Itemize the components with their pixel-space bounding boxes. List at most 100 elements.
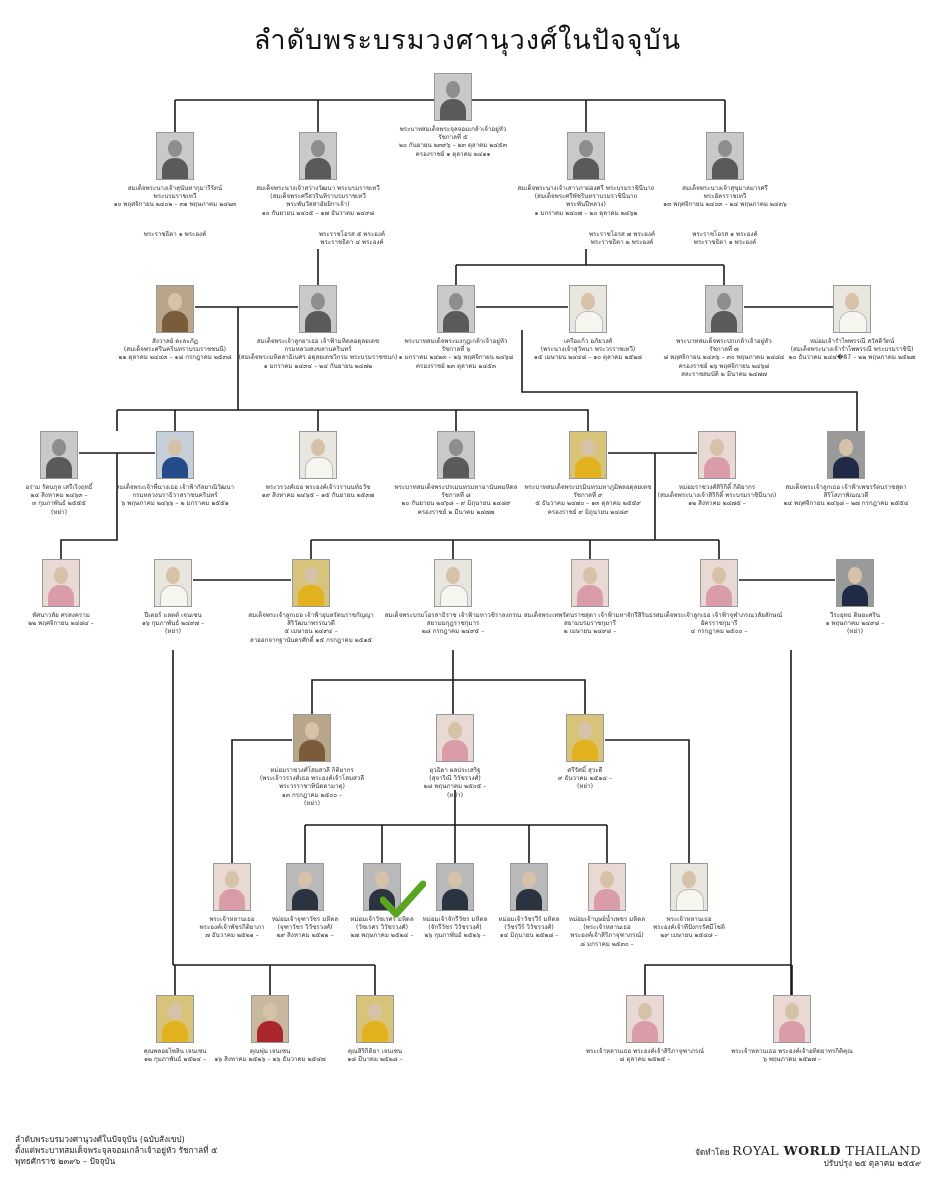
person-line: ครองราชย์ ๒๓ ตุลาคม ๒๔๕๓ [415,362,497,370]
person-line: ๑๖ สิงหาคม ๒๕๒๖ – ๒๖ ธันวาคม ๒๕๔๗ [214,1056,326,1064]
person-line: หม่อมราชวงศ์โสมสวลี กิติยากร [270,767,354,774]
person-node-suvadhana: เครือแก้ว อภัยวงศ์ (พระนางเจ้าสุวัทนา พร… [498,285,678,363]
person-line: สิริวัฒนาพรรณวดี [287,620,335,628]
person-line: พระบรมราชเทวี [153,193,197,201]
person-line: ๒๐ กันยายน ๒๔๖๘ – ๙ มิถุนายน ๒๔๘๙ [401,500,511,508]
portrait-photo [154,559,192,607]
person-node-rama5: พระบาทสมเด็จพระจุลจอมเกล้าเจ้าอยู่หัว รั… [363,73,543,159]
person-node-chakriwat: หม่อมเจ้าจักรีวัชร มหิดล (จักรีวัชร วิวั… [412,863,498,941]
person-line: สมเด็จพระบรมโอรสาธิราช เจ้าฟ้ามหาวชิราลง… [384,612,522,619]
person-node-yuvadhida: ยุวธิดา ผลประเสริฐ (สุจาริณี วิวัชรวงศ์)… [365,714,545,800]
person-line: ๘ พฤศจิกายน ๒๔๓๖ – ๓๐ พฤษภาคม ๒๔๘๔ [663,354,785,362]
person-line: สมเด็จพระเจ้าลูกเธอ เจ้าฟ้าเพชรรัตนราชสุ… [785,484,907,491]
person-line: พระเจ้าหลานเธอ [209,916,255,923]
note-line: พระราชโอรส ๗ พระองค์ [588,231,656,238]
person-line: ๑๓ พฤศจิกายน ๒๔๐๓ – ๒๔ พฤษภาคม ๒๔๓๖ [663,201,787,209]
person-line: สมเด็จพระเจ้าลูกเธอ เจ้าฟ้าอุบลรัตนราชกั… [248,612,374,619]
person-node-sirikit: หม่อมราชวงศ์สิริกิติ์ กิติยากร (สมเด็จพร… [627,431,807,509]
person-line: สมเด็จพระนางเจ้าสุนันทากุมารีรัตน์ [127,185,223,192]
person-node-rama8: พระบาทสมเด็จพระปรเมนทรมหาอานันทมหิดล รัช… [366,431,546,517]
person-line: เครือแก้ว อภัยวงศ์ [563,338,613,345]
person-line: ๒๙ สิงหาคม ๒๕๒๒ – [276,932,334,940]
person-line: พระวรวงศ์เธอ พระองค์เจ้าวรานนท์ธวัช [265,484,371,491]
person-line: ๙ ธันวาคม ๒๕๑๔ – [557,775,613,783]
person-node-srirasmi: ศรีรัศมิ์ สุวะดี ๙ ธันวาคม ๒๕๑๔ – (หย่า) [495,714,675,792]
portrait-photo [299,285,337,333]
person-line: สละราชสมบัติ ๒ มีนาคม ๒๔๗๗ [681,370,767,378]
person-line: (สมเด็จพระมหิตลาธิเบศร อดุลยเดชวิกรม พระ… [238,354,398,362]
person-node-ubolratana: สมเด็จพระเจ้าลูกเธอ เจ้าฟ้าอุบลรัตนราชกั… [221,559,401,645]
person-line: ๑๐ กันยายน ๒๔๐๕ – ๑๗ ธันวาคม ๒๔๙๘ [261,209,375,217]
person-line: หม่อมเจ้าวัชเรศร มหิดล [350,916,414,923]
person-line: พระอัครราชเทวี [703,193,747,201]
person-node-ploypailin: คุณพลอยไพลิน เจนเซน ๑๒ กุมภาพันธ์ ๒๕๒๔ – [115,995,235,1064]
portrait-photo [436,863,474,911]
person-line: (พระเจ้าหลานเธอ [583,924,631,932]
children-note: พระราชโอรส ๑ พระองค์ พระราชธิดา ๑ พระองค… [655,231,795,247]
person-line: (สมเด็จพระนางเจ้ารำไพพรรณี พระบรมราชินี) [790,346,914,354]
person-node-siribhachudhabhorn: หม่อมเจ้าบุษย์น้ำเพชร มหิดล (พระเจ้าหลาน… [559,863,655,949]
person-line: ๘ มกราคม ๒๕๓๐ – [580,940,634,948]
person-line: กรมหลวงนราธิวาสราชนครินทร์ [132,492,218,500]
person-line: (หย่า) [846,628,863,636]
person-node-soamsavali: หม่อมราชวงศ์โสมสวลี กิติยากร (พระเจ้าวรว… [222,714,402,808]
portrait-photo [293,714,331,762]
person-node-varananda: พระวรวงศ์เธอ พระองค์เจ้าวรานนท์ธวัช ๑๙ ส… [228,431,408,500]
portrait-photo [833,285,871,333]
person-line: ๗ ธันวาคม ๒๕๒๑ – [205,932,259,940]
person-node-savang: สมเด็จพระนางเจ้าสว่างวัฒนา พระบรมราชเทวี… [228,132,408,218]
person-line: พระองค์เจ้าสิริภาจุฑาภรณ์) [570,932,644,940]
person-node-sirindhorn: สมเด็จพระเทพรัตนราชสุดา เจ้าฟ้ามหาจักรีส… [500,559,680,637]
person-line: ๕ ธันวาคม ๒๔๗๐ – ๑๓ ตุลาคม ๒๕๕๙ [535,500,641,508]
portrait-photo [437,285,475,333]
person-node-aram: อร่าม รัตนกุล เสรีเริงฤทธิ์ ๒๔ สิงหาคม ๒… [0,431,119,517]
person-node-sukhumala: สมเด็จพระนางเจ้าสุนันทากุมารีรัตน์ พระบร… [85,132,265,210]
note-line: พระราชธิดา ๒ พระองค์ [590,239,654,247]
person-line: (สุจาริณี วิวัชรวงศ์) [429,775,481,783]
person-line: ๑๓ กรกฎาคม ๒๕๐๐ – [281,791,343,799]
person-line: ๒๖ กุมภาพันธ์ ๒๕๒๖ – [424,932,486,940]
credit-line: จัดทำโดย ROYAL WORLD THAILAND [695,1143,921,1158]
person-line: สมเด็จพระเจ้าลูกเธอ เจ้าฟ้าจุฬาภรณวลัยลั… [655,612,783,619]
portrait-photo [706,132,744,180]
person-line: (หย่า) [446,791,463,799]
person-line: พระเจ้าหลานเธอ พระองค์เจ้าอทิตยาทรกิติคุ… [731,1048,853,1055]
person-line: ๒๔ พฤศจิกายน ๒๔๖๘ – ๒๗ กรกฎาคม ๒๕๕๔ [783,500,909,508]
portrait-photo [510,863,548,911]
portrait-photo [567,132,605,180]
person-line: พระบาทสมเด็จพระปกเกล้าเจ้าอยู่หัว [676,338,772,345]
person-line: ๘ ตุลาคม ๒๕๒๕ – [619,1056,671,1064]
portrait-photo [299,431,337,479]
person-line: ๒ เมษายน ๒๔๙๘ – [563,628,617,636]
person-line: คุณสิริกิติยา เจนเซน [347,1048,403,1055]
person-node-rama9: พระบาทสมเด็จพระปรมินทรมหาภูมิพลอดุลยเดช … [498,431,678,517]
person-line: สมเด็จพระเจ้าลูกยาเธอ เจ้าฟ้ามหิดลอดุลยเ… [256,338,380,345]
note-line: พระราชธิดา ๔ พระองค์ [320,239,384,247]
portrait-photo [836,559,874,607]
footer-line: พุทธศักราช ๒๓๙๖ – ปัจจุบัน [15,1156,116,1166]
brand-word: ROYAL [732,1143,780,1158]
portrait-photo [434,559,472,607]
person-node-sangwan: สังวาลย์ ตะละภัฏ (สมเด็จพระศรีนครินทราบร… [85,285,265,363]
note-line: พระราชโอรส ๕ พระองค์ [318,231,386,238]
brand-word: WORLD [783,1143,842,1158]
person-line: (จักรีวัชร วิวัชรวงศ์) [428,924,482,932]
brand-logo: ROYAL WORLD THAILAND [732,1143,921,1158]
person-line: ๒๔ สิงหาคม ๒๔๖๓ – [30,492,88,500]
portrait-photo [571,559,609,607]
person-line: คุณพลอยไพลิน เจนเซน [143,1048,207,1055]
portrait-photo [299,132,337,180]
person-node-mahidol: สมเด็จพระเจ้าลูกยาเธอ เจ้าฟ้ามหิดลอดุลยเ… [228,285,408,371]
person-line: ๑๒ สิงหาคม ๒๔๗๕ – [688,500,746,508]
person-line: ๒๐ กันยายน ๒๓๙๖ – ๒๓ ตุลาคม ๒๔๕๓ [399,142,507,150]
person-node-tasnawalaya: ทัศนาวลัย ศรสงคราม ๒๒ พฤศจิกายน ๒๔๘๔ – [1,559,121,628]
person-line: รัชกาลที่ ๕ [438,134,468,142]
portrait-photo [42,559,80,607]
person-line: ๑๔ มิถุนายน ๒๕๒๘ – [499,932,559,940]
person-line: สิริโสภาพัณณวดี [823,492,869,500]
portrait-photo [292,559,330,607]
person-node-chulabhorn: สมเด็จพระเจ้าลูกเธอ เจ้าฟ้าจุฬาภรณวลัยลั… [629,559,809,637]
portrait-photo [40,431,78,479]
person-node-dipangkorn: พระเจ้าหลานเธอ พระองค์เจ้าทีปังกรรัศมีโช… [639,863,739,941]
